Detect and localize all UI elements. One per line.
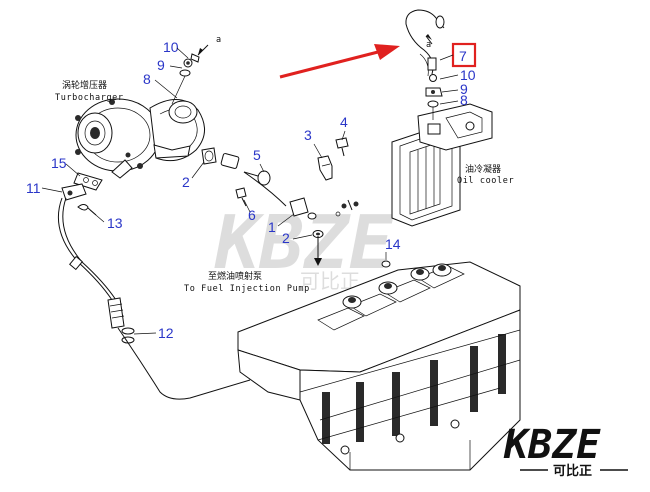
engine-block [237,261,521,471]
union-1 [289,197,317,220]
drain-elbow-11 [61,183,97,216]
callout-9-right: 9 [460,81,468,97]
oil-cooler [391,103,493,227]
callout-9-left: 9 [157,57,165,73]
fittings-right [425,74,443,120]
svg-text:KBZE: KBZE [214,200,395,286]
brand-logo: KBZE 可比正 [503,422,628,479]
callout-8-left: 8 [143,71,151,87]
callout-12: 12 [158,325,174,341]
callout-11: 11 [26,180,41,196]
gasket-15 [73,172,103,191]
connector-5 [220,153,271,186]
callout-10-left: 10 [163,39,179,55]
red-pointer-arrow [279,44,400,79]
callout-6: 6 [248,207,256,223]
pump-label-en: To Fuel Injection Pump [184,284,310,294]
bracket-3 [317,155,333,181]
callout-8-right: 8 [460,92,468,108]
callout-5: 5 [253,147,261,163]
svg-text:KBZE: KBZE [503,422,601,468]
turbocharger [75,98,205,179]
pump-label-cn: 至燃油喷射泵 [208,270,262,282]
turbo-label-cn: 涡轮增压器 [62,79,107,91]
drain-pipe [57,197,251,400]
callout-4: 4 [340,114,348,130]
callout-10-right: 10 [460,67,476,83]
turbo-label-en: Turbocharger [55,93,124,103]
plug-14 [381,252,391,268]
tube-7 [405,9,445,77]
bolt-6 [235,187,247,207]
callout-7: 7 [459,48,467,64]
callout-1: 1 [268,219,276,235]
washer-2-mid [312,230,324,238]
callout-15: 15 [51,155,67,171]
oilcooler-label-cn: 油冷凝器 [465,163,501,175]
watermark: KBZE 可比正 [214,200,395,293]
oilcooler-label-en: Oil cooler [457,176,514,186]
ref-a-right: a [426,40,432,50]
fuel-pipe [243,171,359,266]
callout-2-left: 2 [182,174,190,190]
callout-14: 14 [385,236,401,252]
svg-text:可比正: 可比正 [553,463,592,479]
fitting-2-left [201,147,217,165]
svg-text:a: a [216,35,222,45]
callout-2-mid: 2 [282,230,290,246]
callout-13: 13 [107,215,123,231]
bolt-4 [335,137,349,157]
callout-3: 3 [304,127,312,143]
fittings-upper-left: a [171,35,222,105]
